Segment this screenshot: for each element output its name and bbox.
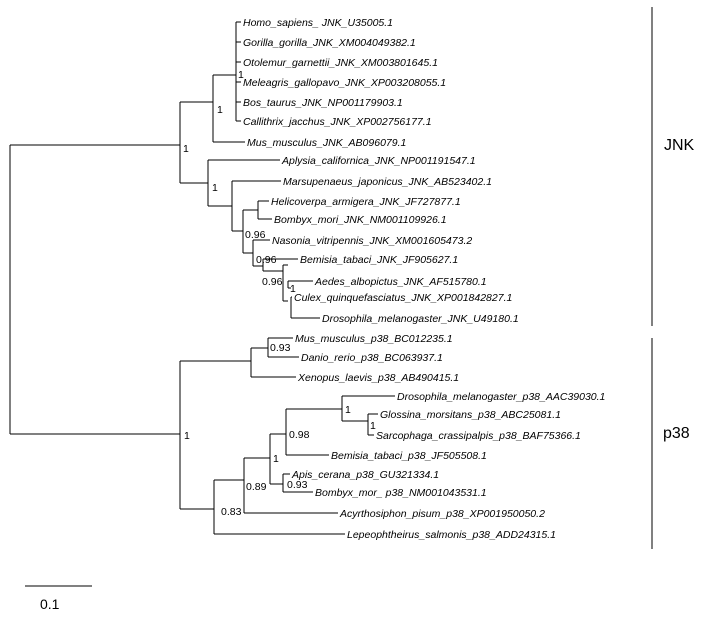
- leaf-label: Xenopus_laevis_p38_AB490415.1: [297, 372, 459, 384]
- leaf-label: Bombyx_mor_ p38_NM001043531.1: [315, 487, 487, 499]
- leaf-label: Culex_quinquefasciatus_JNK_XP001842827.1: [294, 292, 512, 304]
- leaf-label: Apis_cerana_p38_GU321334.1: [291, 469, 439, 481]
- leaf-label: Aedes_albopictus_JNK_AF515780.1: [314, 276, 487, 288]
- leaf-label: Danio_rerio_p38_BC063937.1: [301, 352, 443, 364]
- leaf-label: Drosophila_melanogaster_p38_AAC39030.1: [397, 391, 605, 403]
- leaf-label: Acyrthosiphon_pisum_p38_XP001950050.2: [339, 508, 545, 520]
- leaf-label: Glossina_morsitans_p38_ABC25081.1: [380, 409, 561, 421]
- leaf-label: Gorilla_gorilla_JNK_XM004049382.1: [243, 37, 416, 49]
- support-value: 0.98: [289, 429, 310, 441]
- support-value: 0.89: [246, 481, 267, 493]
- leaf-label: Otolemur_garnettii_JNK_XM003801645.1: [243, 57, 438, 69]
- tree-branches: [9, 21, 395, 535]
- leaf-label: Lepeophtheirus_salmonis_p38_ADD24315.1: [347, 529, 556, 541]
- leaf-label: Bombyx_mori_JNK_NM001109926.1: [274, 214, 447, 226]
- support-value: 1: [345, 404, 351, 416]
- leaf-label: Mus_musculus_JNK_AB096079.1: [247, 137, 406, 149]
- support-value: 0.93: [270, 342, 291, 354]
- leaf-label: Mus_musculus_p38_BC012235.1: [295, 333, 453, 345]
- leaf-label: Meleagris_gallopavo_JNK_XP003208055.1: [243, 77, 446, 89]
- leaf-label: Callithrix_jacchus_JNK_XP002756177.1: [243, 116, 432, 128]
- support-value: 0.83: [221, 506, 242, 518]
- support-value: 1: [238, 69, 244, 81]
- support-value: 1: [217, 104, 223, 116]
- p38-group-label: p38: [663, 425, 690, 442]
- group-brackets: JNK p38: [651, 7, 695, 549]
- leaf-label: Bemisia_tabaci_p38_JF505508.1: [331, 450, 487, 462]
- jnk-group-label: JNK: [664, 137, 695, 154]
- support-values: 1 1 1 1 0.96 0.96 0.96 1 0.93 1 1 0.98 1…: [183, 69, 376, 518]
- leaf-label: Nasonia_vitripennis_JNK_XM001605473.2: [272, 235, 472, 247]
- scale-bar: 0.1: [25, 585, 92, 612]
- support-value: 0.93: [287, 479, 308, 491]
- support-value: 1: [183, 143, 189, 155]
- support-value: 1: [212, 182, 218, 194]
- leaf-label: Bemisia_tabaci_JNK_JF905627.1: [300, 254, 458, 266]
- leaf-labels: Homo_sapiens_ JNK_U35005.1 Gorilla_goril…: [243, 17, 605, 541]
- support-value: 1: [370, 420, 376, 432]
- support-value: 0.96: [245, 229, 266, 241]
- leaf-label: Aplysia_californica_JNK_NP001191547.1: [281, 155, 476, 167]
- leaf-label: Marsupenaeus_japonicus_JNK_AB523402.1: [283, 176, 492, 188]
- leaf-label: Helicoverpa_armigera_JNK_JF727877.1: [271, 196, 461, 208]
- leaf-label: Drosophila_melanogaster_JNK_U49180.1: [322, 313, 519, 325]
- leaf-label: Homo_sapiens_ JNK_U35005.1: [243, 17, 393, 29]
- scale-bar-label: 0.1: [40, 596, 60, 612]
- support-value: 0.96: [256, 254, 277, 266]
- support-value: 1: [273, 453, 279, 465]
- support-value: 1: [184, 430, 190, 442]
- leaf-label: Bos_taurus_JNK_NP001179903.1: [243, 97, 403, 109]
- leaf-label: Sarcophaga_crassipalpis_p38_BAF75366.1: [376, 430, 581, 442]
- support-value: 0.96: [262, 276, 283, 288]
- support-value: 1: [290, 283, 296, 295]
